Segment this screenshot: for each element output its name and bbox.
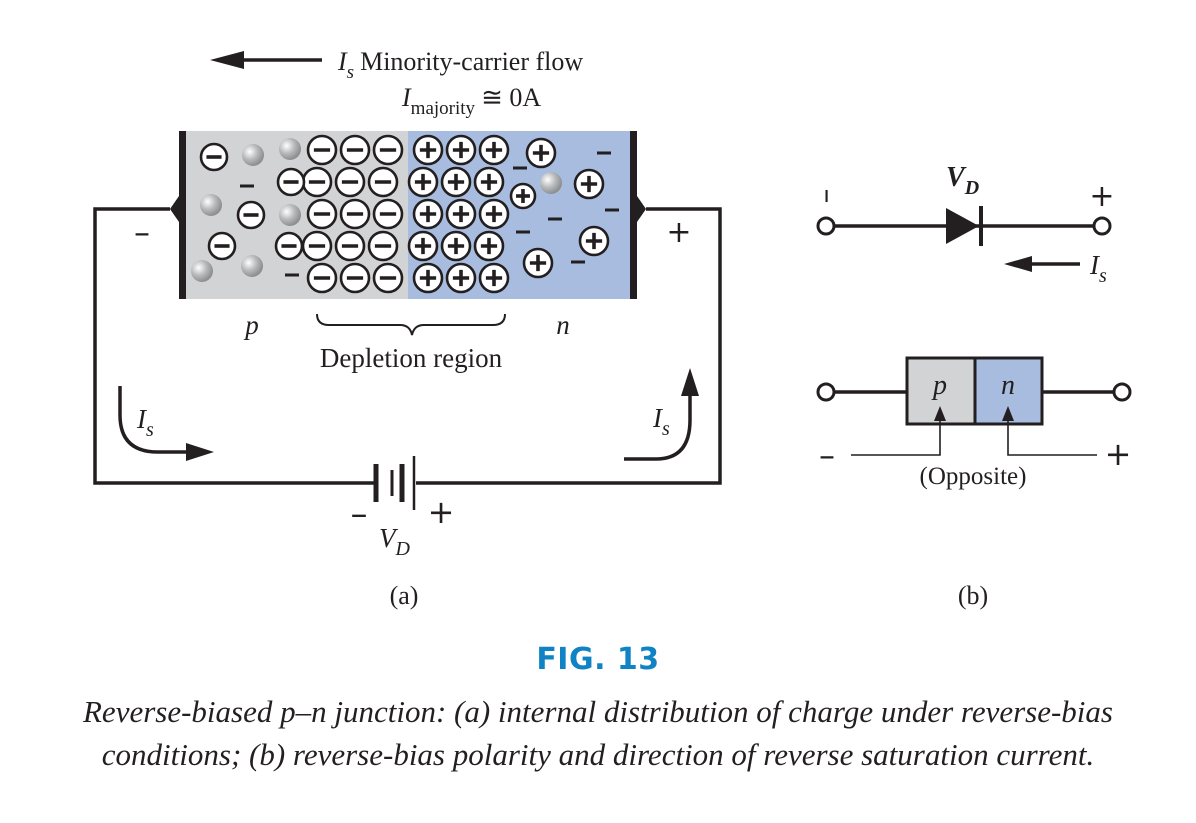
positive-ion [509,182,537,210]
battery-minus-sign: – [351,494,368,534]
right-contact-plate [630,131,637,299]
p-leader-arrowhead [934,406,946,421]
block-minus-sign: – [819,436,835,474]
diode-minus-sign: – [810,189,845,204]
majority-current-label: Imajority≅ 0A [401,83,541,119]
n-region [408,131,632,299]
negative-ion [306,262,338,294]
negative-ion [276,167,306,197]
negative-ion [339,262,371,294]
positive-ion [412,262,444,294]
hole [279,138,301,160]
block-p-label: p [931,370,947,401]
positive-ion [407,166,439,198]
polarity-leaders [851,418,1097,456]
opposite-label: (Opposite) [920,463,1027,490]
hole [241,255,263,277]
battery-source [373,456,416,510]
negative-ion [367,166,399,198]
right-current-label: Is [652,403,670,440]
negative-ion [301,166,333,198]
negative-ion [306,198,338,230]
negative-ion [301,230,333,262]
right-contact-tab [637,196,646,222]
minority-carrier-arrow [210,51,322,69]
panel-b: VD – + Is p n – + (Opposite) (b) [810,162,1132,610]
charge-carriers [191,134,619,294]
right-current-arrow [624,368,699,461]
positive-ion [440,166,472,198]
negative-ion [306,134,338,166]
n-leader-arrowhead [1002,406,1014,421]
panel-b-caption: (b) [958,581,988,610]
negative-ion [339,198,371,230]
left-current-label: Is [136,404,154,441]
negative-ion [236,200,266,230]
external-circuit [93,207,722,485]
positive-ion [478,134,510,166]
right-terminal-sign: + [666,215,691,250]
positive-ion [573,168,605,200]
positive-ion [473,166,505,198]
positive-ion [445,134,477,166]
hole [279,204,301,226]
negative-ion [199,142,229,172]
positive-ion [522,247,554,279]
positive-ion [412,134,444,166]
figure-caption: Reverse-biased p–n junction: (a) interna… [83,694,1113,772]
block-n-label: n [1001,370,1015,401]
diode-symbol [816,206,1112,246]
depletion-region-brace [316,313,506,336]
positive-ion [412,198,444,230]
negative-ion [339,134,371,166]
negative-ion [334,230,366,262]
diode-plus-sign: + [1089,179,1114,214]
depletion-region-label: Depletion region [320,343,503,373]
hole [191,260,213,282]
negative-ion [372,198,404,230]
block-plus-sign: + [1105,435,1132,473]
positive-ion [445,198,477,230]
negative-ion [207,231,237,261]
positive-ion [578,225,610,257]
positive-ion [525,137,557,169]
positive-ion [445,262,477,294]
left-terminal-sign: – [134,213,150,251]
negative-ion [372,262,404,294]
battery-label: VD [379,523,411,560]
negative-ion [274,231,304,261]
figure-label: FIG. 13 [536,642,660,677]
hole [200,194,222,216]
negative-ion [367,230,399,262]
hole [540,172,562,194]
p-region-label: p [243,310,259,340]
diode-current-label: Is [1089,250,1107,287]
negative-ion [334,166,366,198]
panel-a-caption: (a) [390,581,419,610]
negative-ion [372,134,404,166]
positive-ion [473,230,505,262]
hole [242,144,264,166]
positive-ion [407,230,439,262]
left-contact-tab [170,196,179,222]
left-contact-plate [179,131,186,299]
pn-block [816,356,1132,426]
battery-plus-sign: + [428,493,455,531]
diode-voltage-label: VD [946,162,979,199]
diode-current-arrow [1004,256,1080,272]
n-region-label: n [556,310,570,340]
positive-ion [478,262,510,294]
positive-ion [478,198,510,230]
left-current-arrow [118,386,214,461]
positive-ion [440,230,472,262]
